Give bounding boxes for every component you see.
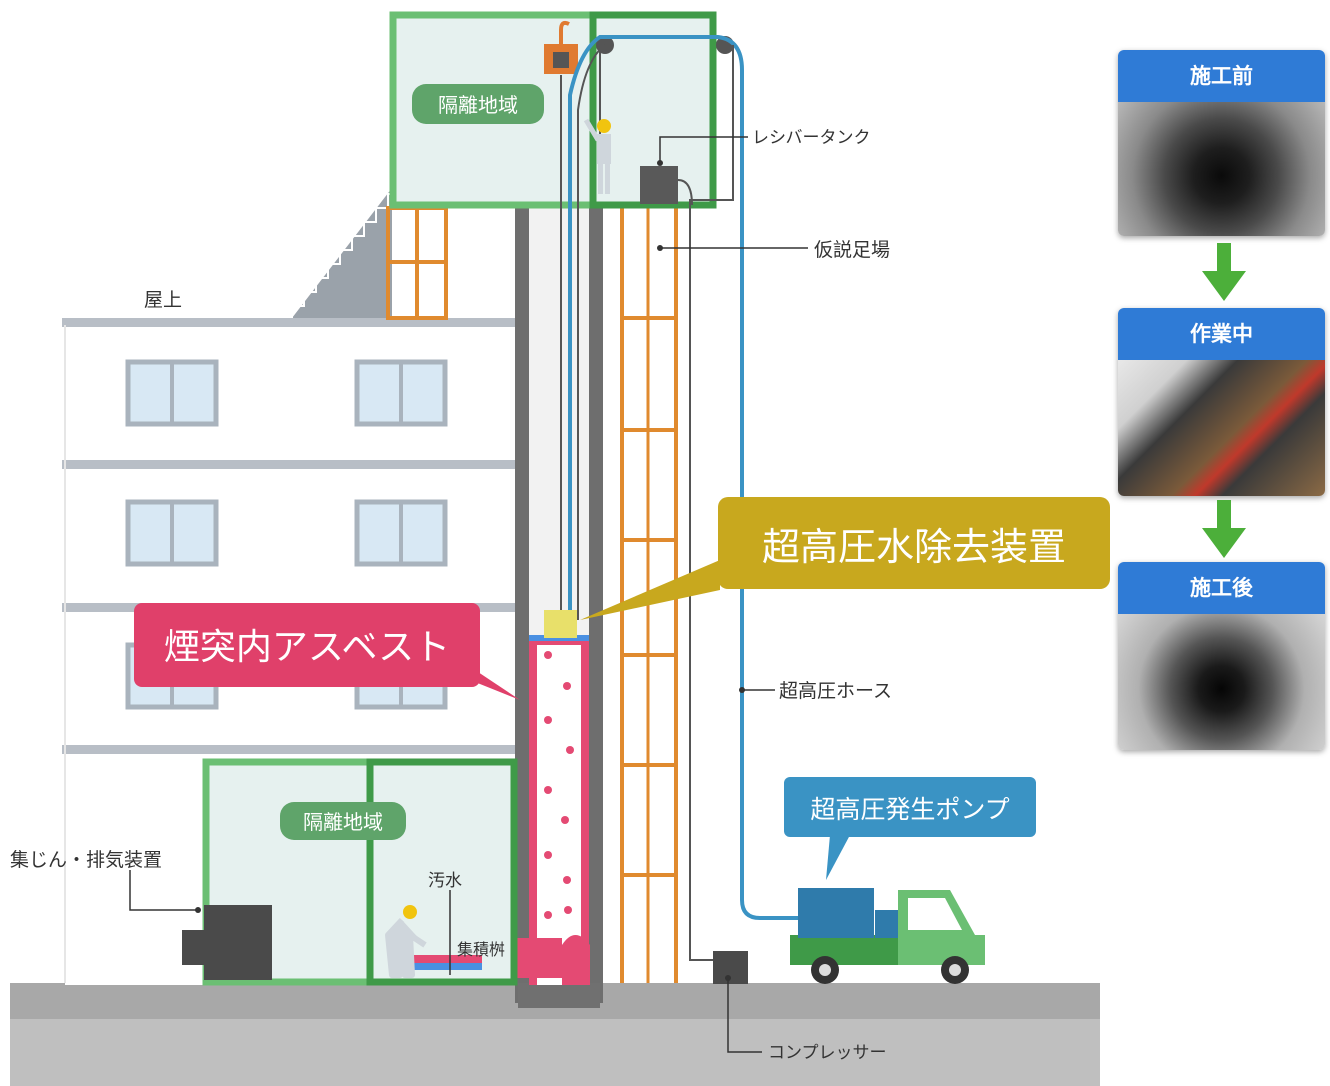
panel-before: 施工前 <box>1118 50 1325 236</box>
receiver-tank-icon <box>640 166 678 204</box>
callout-high-pressure-pump: 超高圧発生ポンプ <box>784 777 1036 880</box>
label-isolation-top: 隔離地域 <box>438 93 518 117</box>
photo-before <box>1118 102 1325 236</box>
label-rooftop: 屋上 <box>144 289 182 311</box>
high-pressure-device-icon <box>544 610 577 638</box>
rooftop-stairs <box>291 188 392 318</box>
label-dust-exhaust: 集じん・排気装置 <box>10 849 162 871</box>
label-isolation-bottom: 隔離地域 <box>303 810 383 834</box>
label-chimney-asbestos: 煙突内アスベスト <box>164 627 450 668</box>
panel-during-title: 作業中 <box>1118 308 1325 360</box>
label-collection-tank: 集積桝 <box>457 940 505 959</box>
panel-during: 作業中 <box>1118 308 1325 496</box>
photo-after <box>1118 614 1325 750</box>
callout-high-pressure-device: 超高圧水除去装置 <box>580 497 1110 620</box>
panel-before-title: 施工前 <box>1118 50 1325 102</box>
worker-top-icon <box>583 118 611 194</box>
arrow-down-icon <box>1202 243 1246 301</box>
worker-bottom-icon <box>385 905 427 978</box>
label-compressor: コンプレッサー <box>768 1043 887 1063</box>
label-high-pressure-hose: 超高圧ホース <box>779 680 892 702</box>
dust-exhaust-unit-icon <box>182 905 272 980</box>
panel-after: 施工後 <box>1118 562 1325 750</box>
photo-during <box>1118 360 1325 496</box>
label-high-pressure-device: 超高圧水除去装置 <box>762 525 1066 569</box>
hook-icon <box>544 20 578 74</box>
pump-truck-icon <box>790 888 985 984</box>
arrow-down-icon <box>1202 500 1246 558</box>
panel-after-title: 施工後 <box>1118 562 1325 614</box>
leader-lines <box>129 136 808 1053</box>
label-high-pressure-pump: 超高圧発生ポンプ <box>810 795 1009 824</box>
callout-chimney-asbestos: 煙突内アスベスト <box>134 603 520 700</box>
scaffold-left <box>386 206 448 320</box>
dirty-water-channel <box>410 962 482 970</box>
label-dirty-water: 汚水 <box>428 871 462 891</box>
hoses <box>560 35 810 961</box>
label-scaffold: 仮説足場 <box>814 239 890 261</box>
label-receiver-tank: レシバータンク <box>752 128 871 148</box>
